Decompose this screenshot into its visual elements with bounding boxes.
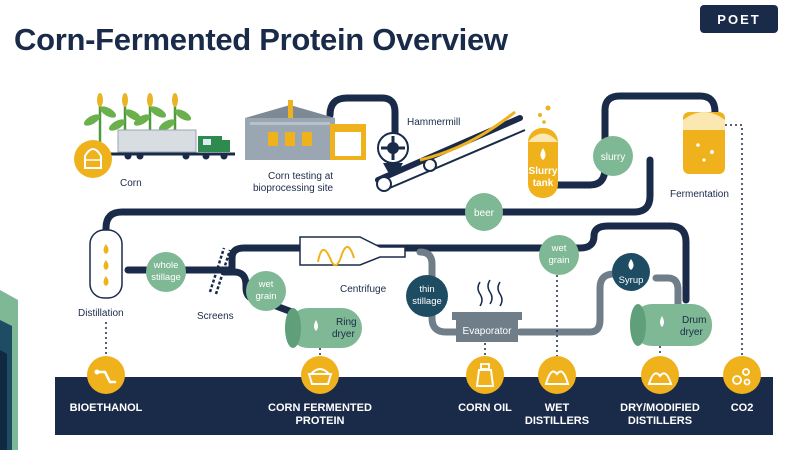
- syrup-node: [612, 253, 650, 291]
- pipe-network: [102, 92, 719, 336]
- testing-label-line1: Corn testing at: [268, 171, 333, 182]
- wet-grain-1-label-line2: grain: [255, 291, 276, 302]
- centrifuge-label: Centrifuge: [340, 284, 387, 295]
- product-corn-oil: CORN OIL: [458, 402, 512, 414]
- slurry-tank-label-line1: Slurry: [529, 166, 558, 177]
- corn-field-icon: [83, 93, 192, 152]
- corn-fermented-protein-icon: [301, 356, 339, 394]
- screens-icon: [208, 247, 232, 295]
- slurry-tank-label-line2: tank: [533, 178, 554, 189]
- drum-dryer-label-line1: Drum: [682, 315, 706, 326]
- beer-node-label: beer: [474, 208, 495, 219]
- product-dry-line2: DISTILLERS: [628, 415, 692, 427]
- evaporator-label: Evaporator: [463, 326, 513, 337]
- thin-stillage-label-line2: stillage: [412, 296, 442, 307]
- slurry-node: [593, 136, 633, 176]
- screens-label: Screens: [197, 311, 234, 322]
- whole-stillage-label-line2: stillage: [151, 272, 181, 283]
- page-title: Corn-Fermented Protein Overview: [14, 22, 508, 57]
- slurry-node-label: slurry: [601, 152, 625, 163]
- wet-grain-node-2: [539, 235, 579, 275]
- testing-label-line2: bioprocessing site: [253, 183, 333, 194]
- product-dry-line1: DRY/MODIFIED: [620, 402, 700, 414]
- product-cfp-line1: CORN FERMENTED: [268, 402, 372, 414]
- whole-stillage-node: [146, 252, 186, 292]
- wet-distillers-icon: [538, 356, 576, 394]
- product-co2: CO2: [731, 402, 754, 414]
- poet-logo: POET: [700, 5, 778, 33]
- product-wet-line1: WET: [545, 402, 570, 414]
- distillation-column-icon: [89, 229, 123, 299]
- product-wet-line2: DISTILLERS: [525, 415, 589, 427]
- product-bioethanol: BIOETHANOL: [70, 402, 143, 414]
- drum-dryer-icon: [630, 304, 712, 346]
- evaporator-icon: [452, 279, 522, 342]
- thin-stillage-label-line1: thin: [419, 284, 434, 295]
- dry-distillers-icon: [641, 356, 679, 394]
- wet-grain-2-label-line2: grain: [548, 255, 569, 266]
- wet-grain-2-label-line1: wet: [551, 243, 567, 254]
- hammermill-label: Hammermill: [407, 117, 460, 128]
- drum-dryer-label-line2: dryer: [680, 327, 703, 338]
- product-connectors: [105, 124, 743, 356]
- co2-icon: [723, 356, 761, 394]
- fermentation-label: Fermentation: [670, 189, 729, 200]
- thin-stillage-node: [406, 275, 448, 317]
- fermentation-tank-icon: [683, 112, 725, 174]
- hammermill-icon: [377, 132, 409, 172]
- wet-grain-1-label-line1: wet: [258, 279, 274, 290]
- bioethanol-icon: [87, 356, 125, 394]
- ring-dryer-label-line2: dryer: [332, 329, 355, 340]
- ring-dryer-label-line1: Ring: [336, 317, 357, 328]
- corn-icon: [74, 140, 112, 178]
- wet-grain-node-1: [246, 271, 286, 311]
- slurry-tank-icon: [528, 105, 558, 198]
- syrup-label: Syrup: [619, 275, 644, 286]
- beer-node: [465, 193, 503, 231]
- conveyor-icon: [375, 110, 526, 192]
- syrup-drop-icon: [628, 259, 634, 270]
- ring-dryer-icon: [285, 308, 362, 348]
- decorative-stripes: [0, 290, 18, 450]
- whole-stillage-label-line1: whole: [153, 260, 179, 271]
- distillation-label: Distillation: [78, 308, 124, 319]
- corn-oil-icon: [466, 356, 504, 394]
- corn-label: Corn: [120, 178, 142, 189]
- truck-icon: [110, 129, 235, 160]
- bioprocessing-building-icon: [245, 100, 366, 160]
- centrifuge-icon: [299, 236, 406, 266]
- product-cfp-line2: PROTEIN: [296, 415, 345, 427]
